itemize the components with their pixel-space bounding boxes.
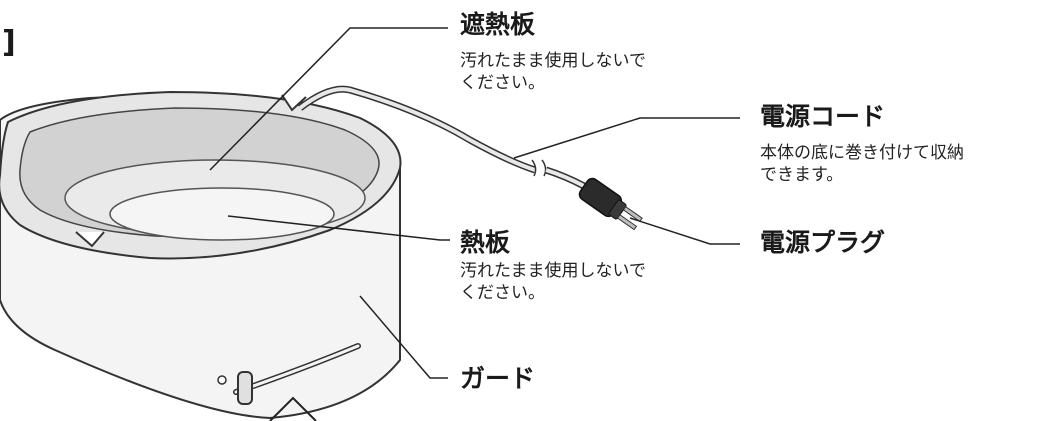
leader-power-cord bbox=[513, 117, 740, 159]
pointer-arrow bbox=[269, 396, 317, 421]
part-hot-plate-title: 熱板 bbox=[460, 228, 511, 257]
spout-right bbox=[281, 94, 307, 112]
spout-left bbox=[75, 231, 105, 248]
leader-heat-shield bbox=[209, 27, 448, 171]
leader-guard bbox=[359, 295, 448, 379]
part-heat-shield: 遮熱板 汚れたまま使用しないで ください。 bbox=[460, 10, 646, 94]
part-hot-plate-note-1: 汚れたまま使用しないで bbox=[460, 261, 646, 281]
cord-break-mark bbox=[531, 159, 537, 177]
part-heat-shield-title: 遮熱板 bbox=[460, 10, 536, 39]
part-guard-title: ガード bbox=[460, 364, 536, 393]
hot-plate bbox=[109, 187, 335, 241]
part-heat-shield-note-2: ください。 bbox=[460, 73, 545, 93]
part-power-cord-note-1: 本体の底に巻き付けて収納 bbox=[760, 143, 964, 163]
part-hot-plate-note-2: ください。 bbox=[460, 283, 545, 303]
part-guard: ガード bbox=[460, 364, 535, 394]
part-hot-plate: 熱板 汚れたまま使用しないで ください。 bbox=[460, 228, 646, 304]
leader-power-plug bbox=[629, 217, 740, 245]
section-bracket: ] bbox=[2, 25, 16, 60]
part-heat-shield-note-1: 汚れたまま使用しないで bbox=[460, 51, 646, 71]
indicator-dot bbox=[217, 375, 227, 385]
part-power-cord: 電源コード 本体の底に巻き付けて収納 できます。 bbox=[760, 102, 964, 186]
power-plug bbox=[578, 177, 643, 231]
part-power-plug-title: 電源プラグ bbox=[760, 228, 886, 257]
slider-knob bbox=[237, 371, 253, 405]
part-power-plug: 電源プラグ bbox=[760, 228, 885, 258]
leader-hot-plate bbox=[227, 215, 450, 241]
part-power-cord-title: 電源コード bbox=[760, 102, 886, 131]
part-power-cord-note-2: できます。 bbox=[760, 165, 844, 185]
